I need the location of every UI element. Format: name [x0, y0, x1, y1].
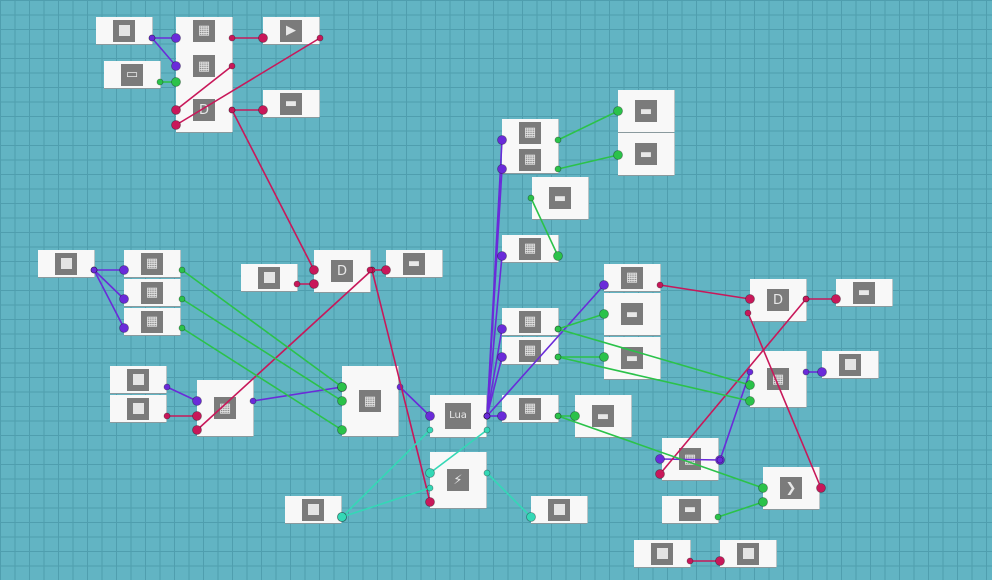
play-icon: ❯: [780, 477, 802, 499]
node-memory-read[interactable]: ▦: [124, 279, 180, 306]
square-icon: [113, 19, 135, 42]
memory-read-icon: ▦: [141, 252, 163, 275]
node-square[interactable]: [720, 540, 776, 567]
node-square[interactable]: [822, 351, 878, 378]
message-icon: ▬: [403, 252, 425, 275]
square-glyph: [553, 504, 565, 515]
node-slider[interactable]: ▭: [104, 61, 160, 88]
memory-read-icon: ▦: [519, 121, 541, 144]
node-and-gate[interactable]: D: [750, 279, 806, 321]
node-memory-read[interactable]: ▦: [502, 308, 558, 335]
message-icon: ▬: [853, 281, 875, 304]
square-glyph: [307, 504, 319, 515]
square-glyph: [844, 359, 856, 370]
message-icon: ▬: [621, 347, 643, 369]
node-memory-write[interactable]: ▦: [197, 380, 253, 436]
memory-read-icon: ▦: [141, 281, 163, 304]
slider-icon: ▭: [121, 63, 143, 86]
and-gate-icon: D: [331, 260, 353, 282]
node-message[interactable]: ▬: [836, 279, 892, 306]
node-message[interactable]: ▬: [263, 90, 319, 117]
message-icon: ▬: [280, 92, 302, 115]
memory-read-icon: ▦: [519, 397, 541, 420]
node-square[interactable]: [285, 496, 341, 523]
node-message[interactable]: ▬: [604, 293, 660, 335]
node-memory-read[interactable]: ▦: [176, 17, 232, 44]
node-memory-read[interactable]: ▦: [502, 337, 558, 364]
node-memory-write[interactable]: ▦: [662, 438, 718, 480]
monitor-icon: ⚡: [447, 469, 469, 491]
node-and-gate[interactable]: D: [314, 250, 370, 292]
memory-read-icon: ▦: [141, 310, 163, 333]
speaker-icon: ▶: [280, 19, 302, 42]
node-message[interactable]: ▬: [618, 90, 674, 132]
square-icon: [548, 498, 570, 521]
square-glyph: [60, 258, 72, 269]
message-icon: ▬: [549, 187, 571, 209]
node-memory-read[interactable]: ▦: [176, 44, 232, 88]
square-glyph: [132, 403, 144, 414]
node-minus[interactable]: ▬: [662, 496, 718, 523]
lua-icon: Lua: [445, 403, 471, 429]
minus-icon: ▬: [679, 498, 701, 521]
square-icon: [127, 397, 149, 420]
square-icon: [302, 498, 324, 521]
node-message[interactable]: ▬: [575, 395, 631, 437]
message-icon: ▬: [635, 100, 657, 122]
node-message[interactable]: ▬: [386, 250, 442, 277]
and-gate-icon: D: [767, 289, 789, 311]
square-icon: [651, 542, 673, 565]
memory-read-icon: ▦: [519, 339, 541, 362]
node-message[interactable]: ▬: [532, 177, 588, 219]
square-glyph: [263, 272, 275, 283]
node-square[interactable]: [38, 250, 94, 277]
node-memory-read[interactable]: ▦: [502, 146, 558, 173]
square-glyph: [656, 548, 668, 559]
square-glyph: [118, 25, 130, 36]
and-gate-icon: D: [193, 99, 215, 121]
node-play[interactable]: ❯: [763, 467, 819, 509]
node-memory-read[interactable]: ▦: [502, 119, 558, 146]
memory-write-icon: ▦: [214, 397, 236, 419]
memory-read-icon: ▦: [519, 310, 541, 333]
node-speaker[interactable]: ▶: [263, 17, 319, 44]
node-memory-write[interactable]: ▦: [750, 351, 806, 407]
node-square[interactable]: [96, 17, 152, 44]
node-lua[interactable]: Lua: [430, 395, 486, 437]
node-and-gate[interactable]: D: [176, 88, 232, 132]
lua-label: Lua: [449, 410, 467, 421]
message-icon: ▬: [635, 143, 657, 165]
square-icon: [737, 542, 759, 565]
square-icon: [127, 368, 149, 391]
node-square[interactable]: [634, 540, 690, 567]
node-square[interactable]: [110, 395, 166, 422]
node-memory-read[interactable]: ▦: [124, 250, 180, 277]
memory-read-icon: ▦: [193, 55, 215, 77]
message-icon: ▬: [592, 405, 614, 427]
node-square[interactable]: [531, 496, 587, 523]
memory-read-icon: ▦: [621, 266, 643, 289]
node-square[interactable]: [241, 264, 297, 291]
node-monitor[interactable]: ⚡: [430, 452, 486, 508]
square-icon: [258, 266, 280, 289]
message-icon: ▬: [621, 303, 643, 325]
node-memory-read[interactable]: ▦: [502, 235, 558, 262]
node-memory-read[interactable]: ▦: [124, 308, 180, 335]
node-message[interactable]: ▬: [618, 133, 674, 175]
node-memory-write[interactable]: ▦: [342, 366, 398, 436]
memory-write-icon: ▦: [767, 368, 789, 390]
memory-read-icon: ▦: [193, 19, 215, 42]
square-glyph: [742, 548, 754, 559]
node-square[interactable]: [110, 366, 166, 393]
memory-write-icon: ▦: [359, 390, 381, 412]
square-icon: [839, 353, 861, 376]
square-icon: [55, 252, 77, 275]
node-memory-read[interactable]: ▦: [604, 264, 660, 291]
memory-read-icon: ▦: [519, 148, 541, 171]
memory-write-icon: ▦: [679, 448, 701, 470]
square-glyph: [132, 374, 144, 385]
memory-read-icon: ▦: [519, 237, 541, 260]
node-memory-read[interactable]: ▦: [502, 395, 558, 422]
node-message[interactable]: ▬: [604, 337, 660, 379]
